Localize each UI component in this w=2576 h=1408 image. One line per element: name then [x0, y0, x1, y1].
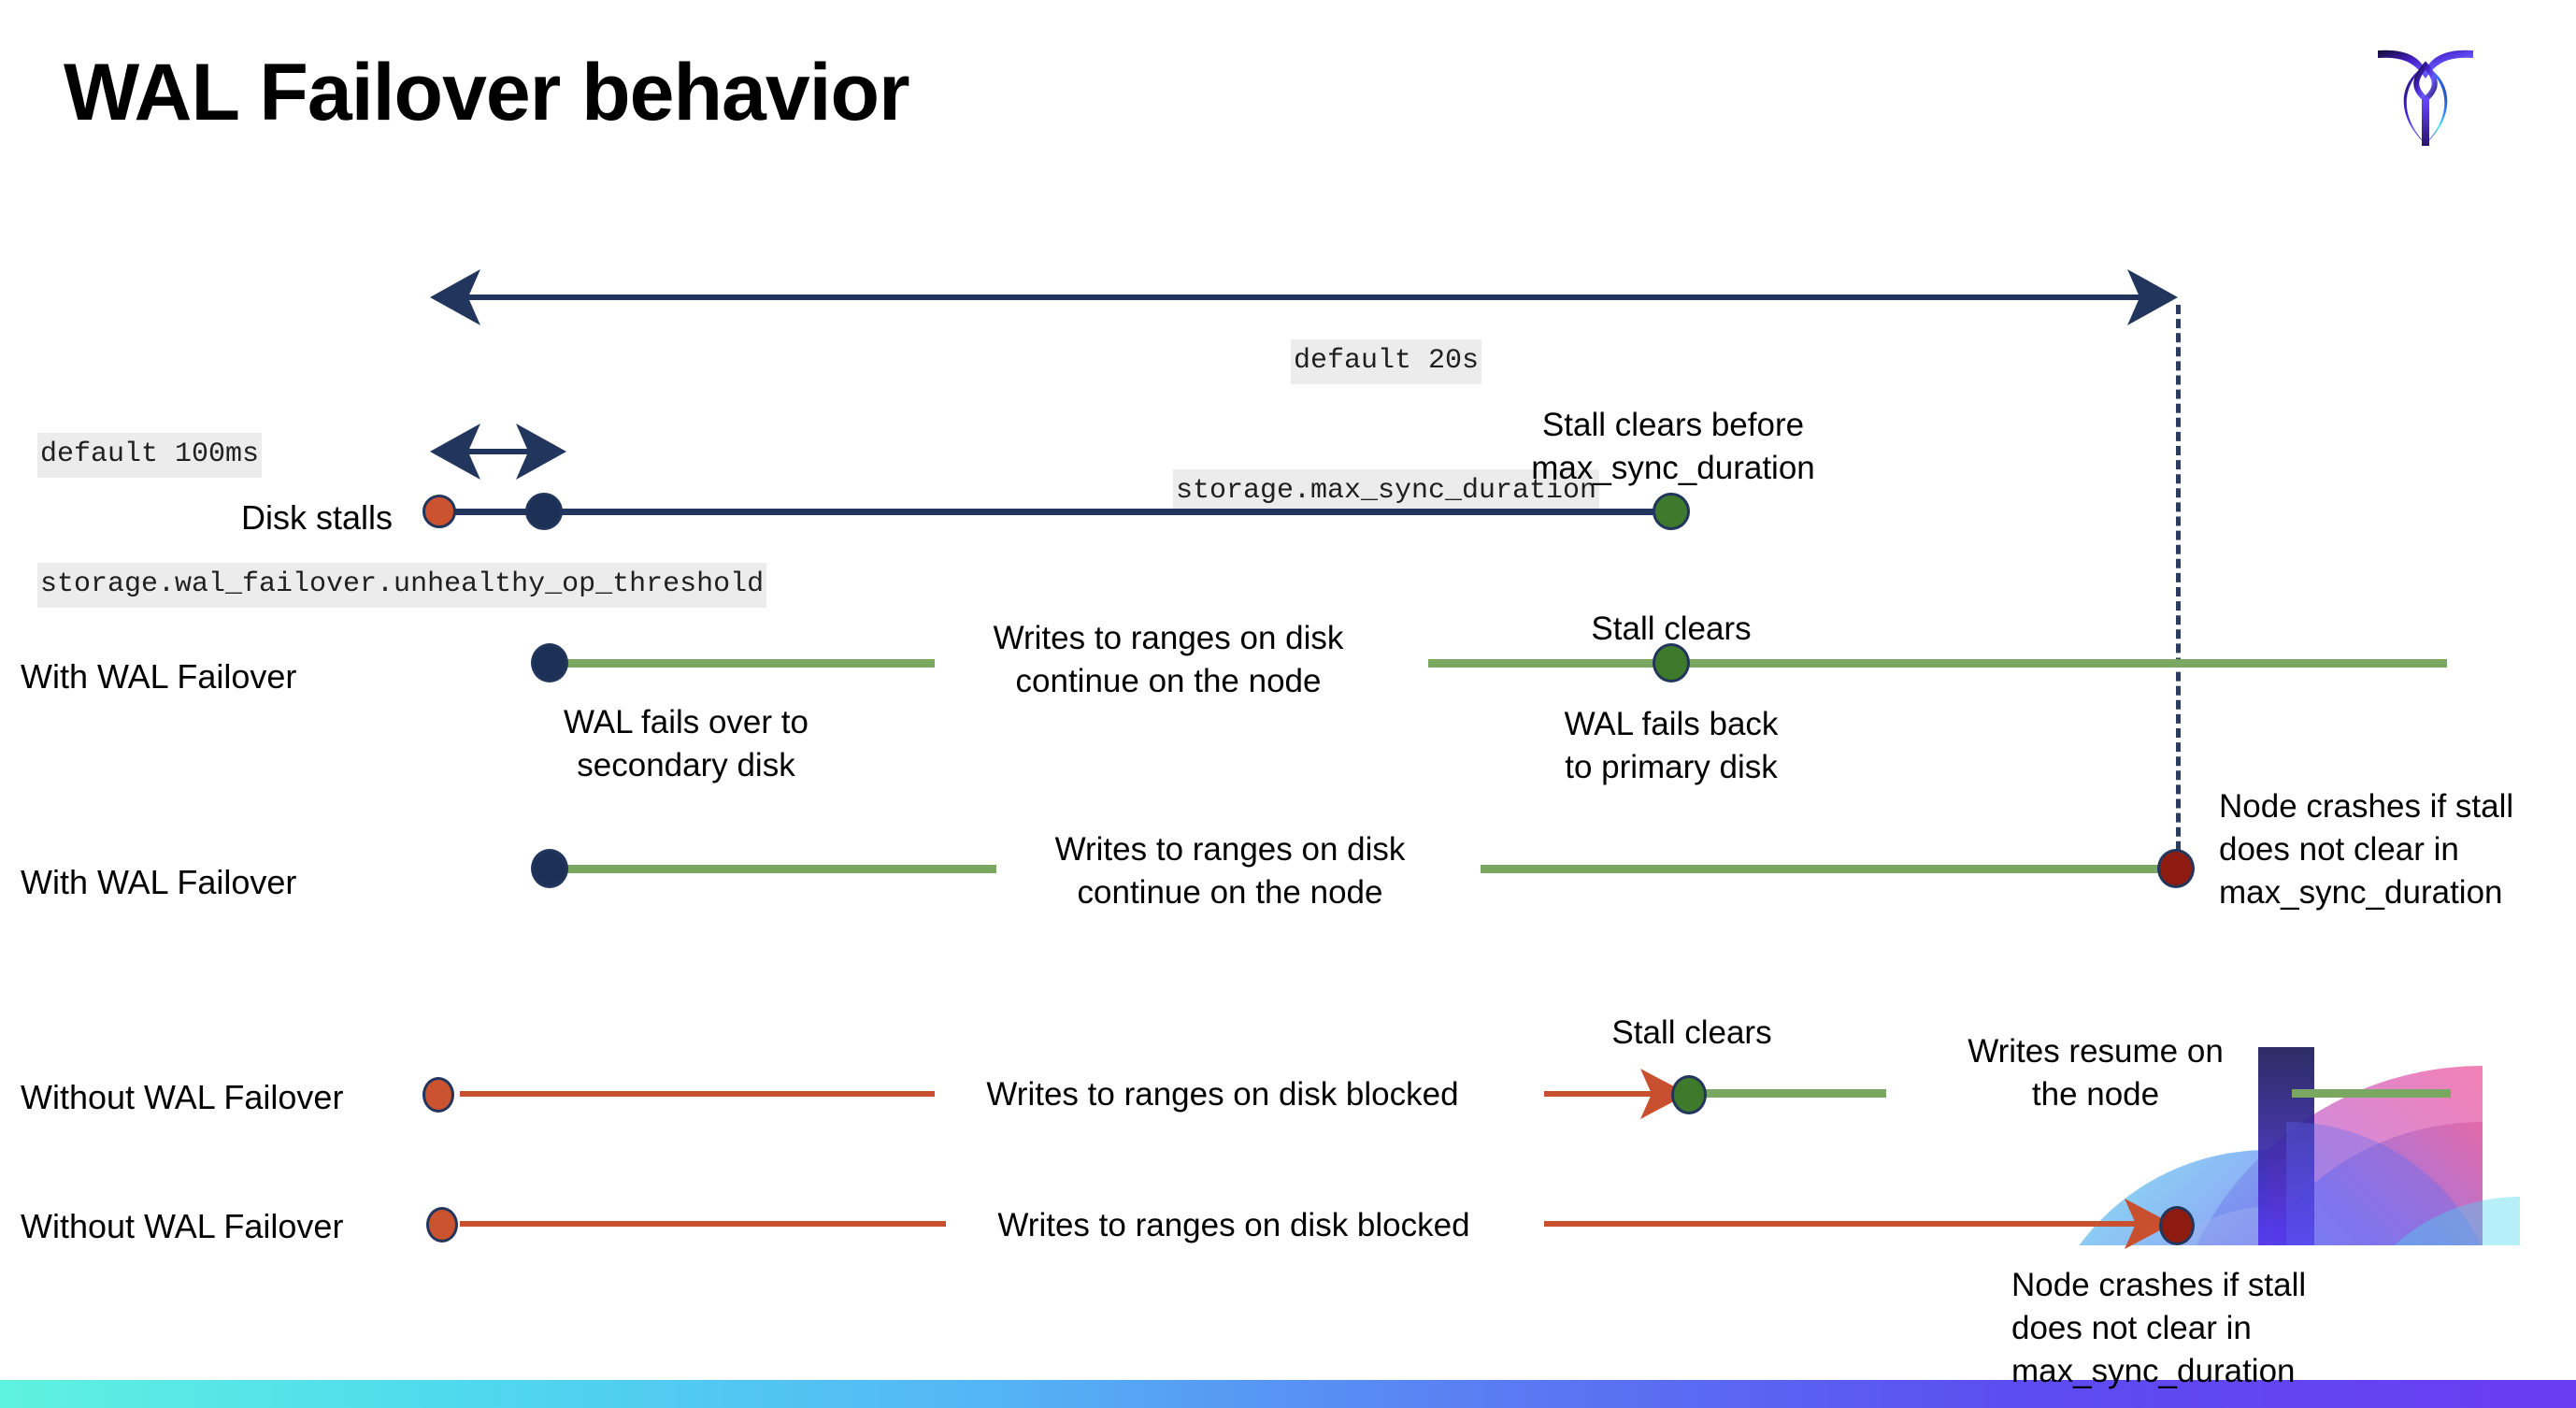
note-writes-resume: Writes resume on the node	[1968, 1033, 2224, 1113]
note-writes-blocked-2: Writes to ranges on disk blocked	[997, 1207, 1470, 1243]
with-wal-2-crash-dot	[2157, 849, 2195, 888]
bottom-gradient-bar	[0, 1380, 2576, 1408]
crash-callout-backdrop	[1982, 1245, 2576, 1382]
with-wal-2-failover-dot	[531, 849, 568, 888]
row-label-disk-stalls: Disk stalls	[240, 498, 393, 537]
disk-stalls-timeline	[439, 509, 1673, 515]
note-stall-clears-1: Stall clears	[1591, 611, 1752, 647]
max-sync-setting-label: storage.max_sync_duration	[1172, 468, 1600, 514]
max-sync-default-label: default 20s	[1290, 339, 1482, 384]
with-wal-1-segment-b	[1428, 659, 2447, 668]
disk-stall-clear-dot	[1653, 493, 1690, 530]
note-writes-continue-1: Writes to ranges on disk continue on the…	[993, 620, 1344, 700]
with-wal-1-failover-dot	[531, 643, 568, 682]
note-wal-fails-over: WAL fails over to secondary disk	[564, 704, 809, 784]
without-wal-1-blocked-segment	[460, 1091, 935, 1097]
note-writes-continue-2: Writes to ranges on disk continue on the…	[1054, 831, 1406, 912]
disk-stall-start-dot	[422, 495, 456, 528]
with-wal-1-segment-a	[550, 659, 935, 668]
without-wal-2-crash-dot	[2159, 1206, 2195, 1245]
with-wal-2-segment-b	[1481, 865, 2174, 873]
note-stall-clears-2: Stall clears	[1611, 1014, 1772, 1051]
row-label-with-wal-failover-2: With WAL Failover	[21, 863, 297, 901]
with-wal-2-segment-a	[550, 865, 996, 873]
max-sync-dashed-guide	[2176, 305, 2181, 879]
without-wal-1-resume-segment-a	[1699, 1089, 1886, 1098]
cockroachdb-logo	[2370, 34, 2481, 153]
wal-failover-trigger-dot	[525, 493, 563, 530]
note-stall-clears-before-max-sync: Stall clears before max_sync_duration	[1531, 407, 1815, 487]
without-wal-1-resume-segment-b	[2292, 1089, 2451, 1098]
max-sync-duration-annotation: default 20s storage.max_sync_duration	[1143, 254, 1629, 599]
with-wal-1-stall-clear-dot	[1653, 643, 1690, 682]
row-label-without-wal-failover-1: Without WAL Failover	[21, 1078, 344, 1116]
note-node-crashes-2: Node crashes if stall does not clear in …	[2011, 1267, 2307, 1390]
without-wal-2-stall-start-dot	[426, 1207, 458, 1243]
unhealthy-setting-label: storage.wal_failover.unhealthy_op_thresh…	[37, 562, 767, 608]
note-node-crashes-1: Node crashes if stall does not clear in …	[2219, 788, 2514, 912]
note-wal-fails-back: WAL fails back to primary disk	[1564, 706, 1779, 786]
unhealthy-op-threshold-annotation: default 100ms storage.wal_failover.unhea…	[37, 348, 879, 693]
unhealthy-default-label: default 100ms	[37, 433, 263, 478]
row-label-with-wal-failover-1: With WAL Failover	[21, 657, 297, 696]
row-label-without-wal-failover-2: Without WAL Failover	[21, 1207, 344, 1245]
without-wal-1-stall-clear-dot	[1671, 1075, 1707, 1114]
page-title: WAL Failover behavior	[64, 48, 910, 137]
without-wal-2-blocked-segment	[460, 1221, 946, 1227]
note-writes-blocked-1: Writes to ranges on disk blocked	[986, 1076, 1459, 1113]
without-wal-1-stall-start-dot	[422, 1077, 454, 1113]
